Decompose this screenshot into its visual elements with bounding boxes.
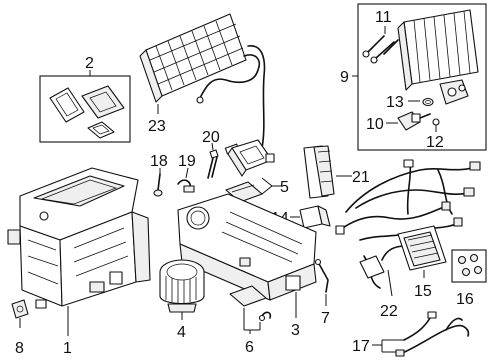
linkage-rod-part xyxy=(314,258,329,293)
sensor-part xyxy=(153,173,163,197)
lower-case-part xyxy=(177,193,317,301)
fittings-kit-frame xyxy=(451,249,487,283)
callout-18: 18 xyxy=(150,153,168,170)
callout-17: 17 xyxy=(352,338,370,355)
fittings-kit-parts xyxy=(457,253,483,277)
callout-2: 2 xyxy=(85,55,94,72)
callout-16: 16 xyxy=(456,291,474,308)
callout-6: 6 xyxy=(245,339,254,356)
callout-23: 23 xyxy=(148,118,166,135)
callout-22-leader xyxy=(387,269,393,297)
callout-9: 9 xyxy=(340,69,349,86)
o-ring-part xyxy=(422,97,434,107)
resistor-module-part xyxy=(299,205,331,229)
actuator-motor-part xyxy=(225,139,275,203)
callout-5: 5 xyxy=(280,179,289,196)
clip-part xyxy=(11,299,29,319)
callout-10: 10 xyxy=(366,116,384,133)
heater-core-part xyxy=(397,225,447,271)
cabin-filter-part xyxy=(303,145,335,199)
evap-bolts-part xyxy=(362,35,399,64)
callout-5-branch-a xyxy=(261,177,273,187)
callout-20: 20 xyxy=(202,129,220,146)
condenser-core-part xyxy=(139,13,266,157)
callout-1: 1 xyxy=(63,340,72,357)
callout-19: 19 xyxy=(178,153,196,170)
filter-gasket-parts xyxy=(49,85,125,139)
callout-8: 8 xyxy=(15,340,24,357)
callout-13: 13 xyxy=(386,94,404,111)
callout-11: 11 xyxy=(375,9,392,26)
callout-5-branch-b xyxy=(261,185,273,195)
callout-21: 21 xyxy=(352,169,370,186)
seal-part xyxy=(432,118,440,126)
callout-4: 4 xyxy=(177,324,186,341)
heater-hoses-part xyxy=(395,311,470,357)
blend-door-part xyxy=(229,285,272,322)
callout-20-leader xyxy=(211,142,214,151)
filter-kit-frame xyxy=(39,75,131,143)
wiring-harness-part xyxy=(335,159,481,289)
evaporator-group-frame xyxy=(357,3,487,151)
callout-3: 3 xyxy=(291,322,300,339)
callout-7: 7 xyxy=(321,310,330,327)
blower-motor-part xyxy=(159,259,205,313)
evaporator-core-part xyxy=(397,9,479,105)
actuator-lead-part xyxy=(177,179,195,193)
callout-22: 22 xyxy=(380,303,398,320)
expansion-valve-part xyxy=(397,111,431,131)
hvac-case-part xyxy=(7,167,151,309)
callout-19-leader xyxy=(185,167,189,179)
callout-12: 12 xyxy=(426,134,444,151)
callout-15: 15 xyxy=(414,283,432,300)
sensor-pin-part xyxy=(207,149,219,179)
